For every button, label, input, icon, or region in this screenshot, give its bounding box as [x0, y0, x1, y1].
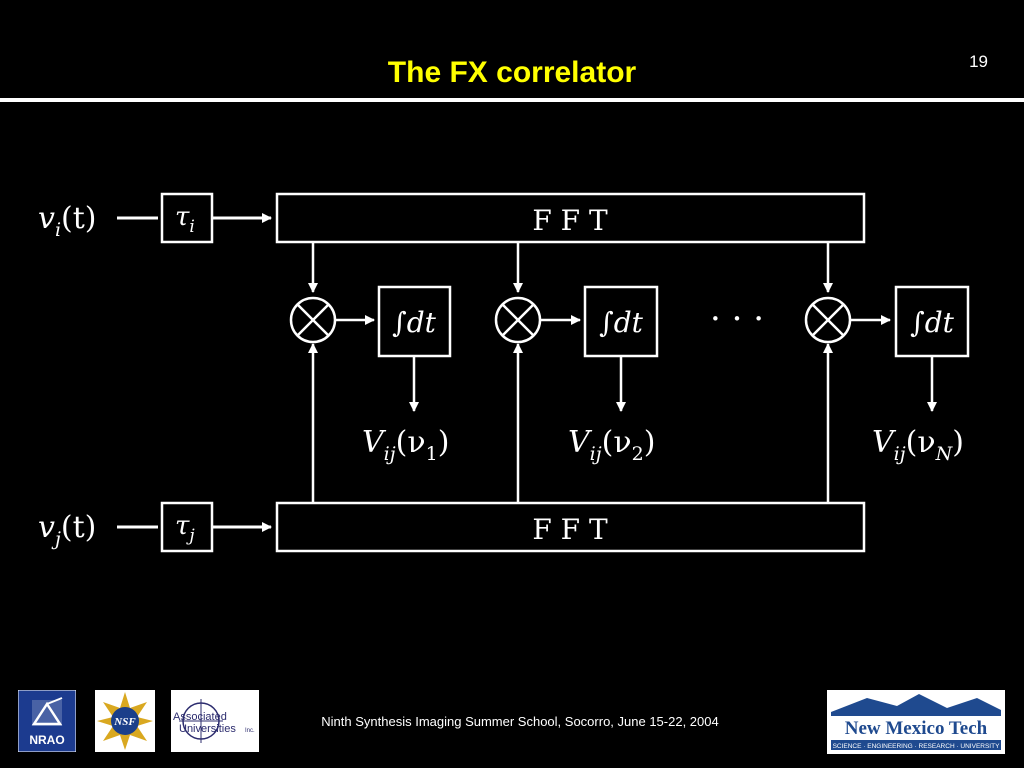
nrao-logo: NRAO — [18, 690, 76, 752]
channel-ellipsis: · · · — [710, 299, 764, 339]
fft-label-top: F F T — [532, 204, 608, 237]
aui-logo: Associated Universities Inc. — [171, 690, 259, 752]
slide-title: The FX correlator — [387, 56, 637, 89]
fft-box-bottom — [275, 501, 866, 553]
channel-1: ∫dt Vij(ν1) — [289, 242, 452, 503]
svg-text:NSF: NSF — [113, 716, 136, 728]
page-number: 19 — [969, 52, 988, 71]
input-signal-j: vj(t) — [38, 510, 96, 550]
delay-label-j: τj — [175, 511, 195, 546]
multiplier-2-cross-b — [501, 303, 535, 337]
multiplier-n-cross-b — [811, 303, 845, 337]
integrator-label-2: ∫dt — [599, 306, 644, 339]
channel-2: ∫dt Vij(ν2) — [494, 242, 659, 503]
output-label-n: Vij(νN) — [872, 425, 964, 465]
fft-box-top — [275, 192, 866, 244]
integrator-label-1: ∫dt — [392, 306, 437, 339]
svg-text:Associated: Associated — [173, 711, 227, 723]
multiplier-1-cross-b — [296, 303, 330, 337]
footer-text: Ninth Synthesis Imaging Summer School, S… — [321, 714, 719, 729]
output-label-1: Vij(ν1) — [362, 425, 449, 465]
nsf-logo: NSF — [95, 690, 155, 752]
title-divider — [0, 98, 1024, 102]
svg-text:SCIENCE · ENGINEERING · RESEAR: SCIENCE · ENGINEERING · RESEARCH · UNIVE… — [833, 743, 1001, 750]
output-label-2: Vij(ν2) — [568, 425, 655, 465]
nmt-logo: New Mexico Tech SCIENCE · ENGINEERING · … — [827, 690, 1005, 754]
fft-label-bottom: F F T — [532, 513, 608, 546]
svg-text:NRAO: NRAO — [29, 733, 64, 747]
svg-text:Universities: Universities — [179, 723, 236, 735]
svg-text:Inc.: Inc. — [245, 728, 255, 734]
input-signal-i: vi(t) — [38, 201, 97, 241]
integrator-label-n: ∫dt — [910, 306, 955, 339]
svg-text:New Mexico Tech: New Mexico Tech — [845, 718, 988, 739]
delay-label-i: τi — [175, 202, 195, 237]
channel-n: ∫dt Vij(νN) — [804, 242, 970, 503]
